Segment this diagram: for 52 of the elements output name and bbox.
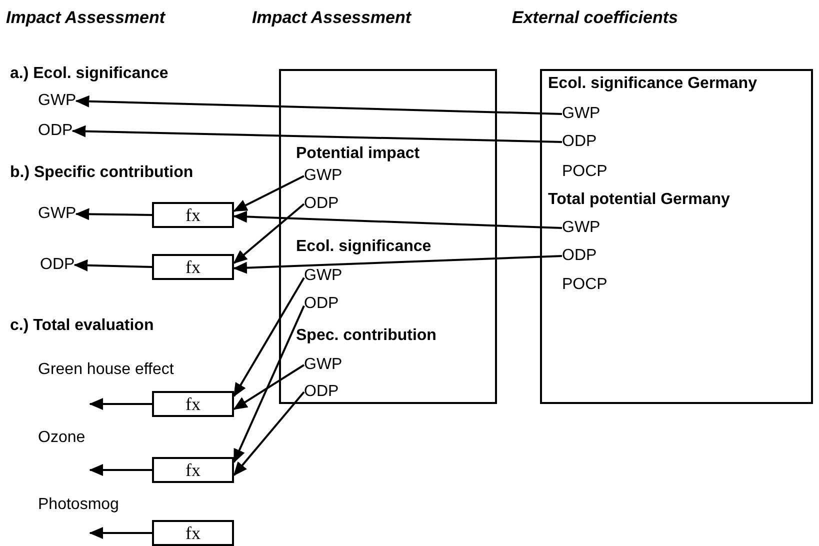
arrow	[233, 305, 305, 464]
section-heading: Ecol. significance Germany	[548, 75, 757, 93]
text-label: GWP	[304, 267, 342, 285]
arrow	[75, 95, 562, 115]
section-heading: a.) Ecol. significance	[10, 64, 168, 84]
arrow	[89, 527, 152, 539]
function-box: fx	[152, 202, 234, 228]
section-heading: Spec. contribution	[296, 327, 436, 345]
column-heading: External coefficients	[512, 8, 678, 28]
section-heading: Total potential Germany	[548, 191, 730, 209]
text-label: Green house effect	[38, 360, 174, 380]
function-box: fx	[152, 457, 234, 483]
column-heading: Impact Assessment	[6, 8, 166, 28]
arrow	[233, 391, 305, 476]
text-label: ODP	[304, 295, 339, 313]
section-heading: c.) Total evaluation	[10, 316, 154, 336]
text-label: Ozone	[38, 428, 86, 448]
section-heading: Ecol. significance	[296, 238, 432, 256]
text-label: ODP	[38, 122, 73, 140]
arrow	[233, 175, 304, 212]
arrow	[72, 125, 562, 143]
text-label: GWP	[562, 219, 600, 237]
text-label: POCP	[562, 276, 608, 294]
text-label: POCP	[562, 163, 608, 181]
text-label: ODP	[562, 133, 597, 151]
text-label: GWP	[38, 92, 76, 110]
text-label: GWP	[304, 167, 342, 185]
section-heading: b.) Specific contribution	[10, 163, 194, 183]
function-box: fx	[152, 520, 234, 546]
arrow	[89, 398, 152, 410]
arrow	[89, 464, 152, 476]
text-label: ODP	[304, 195, 339, 213]
section-heading: Potential impact	[296, 145, 420, 163]
text-label: ODP	[304, 383, 339, 401]
panel-box	[279, 69, 497, 404]
text-label: ODP	[40, 256, 75, 274]
arrow	[233, 255, 562, 274]
text-label: Photosmog	[38, 495, 119, 515]
text-label: GWP	[304, 356, 342, 374]
arrow	[233, 364, 305, 410]
panel-box	[540, 69, 813, 404]
function-box: fx	[152, 391, 234, 417]
arrow	[233, 277, 305, 398]
column-heading: Impact Assessment	[252, 8, 412, 28]
arrow	[233, 210, 562, 229]
text-label: GWP	[562, 105, 600, 123]
text-label: GWP	[38, 205, 76, 223]
arrow	[74, 259, 152, 272]
function-box: fx	[152, 254, 234, 280]
arrow	[233, 203, 305, 264]
arrow	[75, 208, 152, 220]
text-label: ODP	[562, 247, 597, 265]
